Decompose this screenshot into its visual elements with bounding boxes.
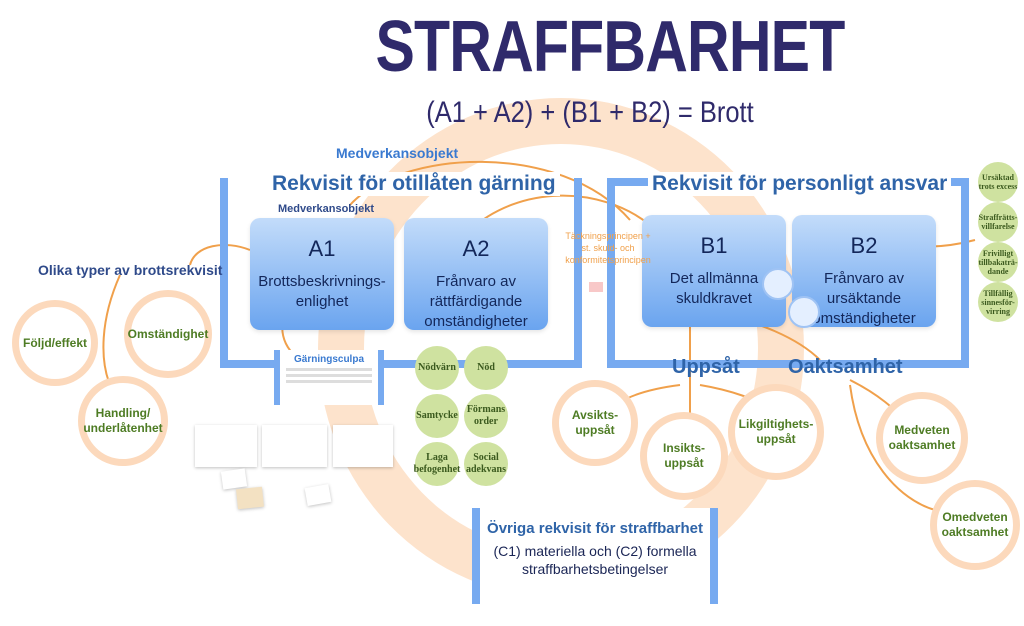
box-b1-code: B1 bbox=[700, 233, 728, 258]
thumbnail-img-2[interactable] bbox=[236, 486, 264, 510]
medverkan-label-top: Medverkansobjekt bbox=[336, 145, 459, 161]
type-handling[interactable]: Handling/ underlåtenhet bbox=[78, 376, 168, 466]
box-a1-code: A1 bbox=[308, 236, 336, 261]
box-b1-label: Det allmänna skuldkravet bbox=[669, 270, 759, 307]
section-left-title: Rekvisit för otillåten gärning bbox=[268, 172, 560, 196]
connector-a2-b1 bbox=[469, 194, 651, 231]
a2-circle-nod[interactable]: Nöd bbox=[464, 346, 508, 390]
uppsat-label: Uppsåt bbox=[672, 356, 740, 378]
oaktsamhet-medveten[interactable]: Medveten oaktsamhet bbox=[876, 392, 968, 484]
connector-types-circles bbox=[102, 274, 121, 386]
formula: (A1 + A2) + (B1 + B2) = Brott bbox=[426, 96, 754, 129]
thumbnail-doc-1[interactable] bbox=[195, 425, 257, 467]
uppsat-likgiltighet[interactable]: Likgiltighets-uppsåt bbox=[728, 384, 824, 480]
box-b2-code: B2 bbox=[850, 233, 878, 258]
thumbnail-img-1[interactable] bbox=[220, 468, 248, 490]
box-b1[interactable]: B1 Det allmänna skuldkravet bbox=[642, 215, 786, 327]
a2-circle-nodvarn[interactable]: Nödvärn bbox=[415, 346, 459, 390]
connector-a1-types bbox=[189, 244, 251, 266]
a2-circle-samtycke[interactable]: Samtycke bbox=[415, 394, 459, 438]
pink-note-marker bbox=[589, 282, 603, 292]
garningsculpa-box[interactable]: Gärningsculpa bbox=[274, 350, 384, 405]
type-omstandighet[interactable]: Omständighet bbox=[124, 290, 212, 378]
b2-circle-tillfallig[interactable]: Tillfällig sinnesför-virring bbox=[978, 282, 1018, 322]
box-a1-label: Brottsbeskrivnings-enlighet bbox=[258, 273, 386, 310]
box-a1[interactable]: A1 Brottsbeskrivnings-enlighet bbox=[250, 218, 394, 330]
oaktsamhet-label: Oaktsamhet bbox=[788, 356, 903, 378]
b2-circle-ursaktad[interactable]: Ursäktad trots excess bbox=[978, 162, 1018, 202]
thumbnail-doc-2[interactable] bbox=[262, 425, 327, 467]
ovriga-title: Övriga rekvisit för straffbarhet bbox=[487, 520, 703, 537]
ovriga-box[interactable]: Övriga rekvisit för straffbarhet (C1) ma… bbox=[472, 508, 718, 604]
a2-circle-laga-befogenhet[interactable]: Laga befogenhet bbox=[414, 442, 460, 486]
uppsat-avsikt[interactable]: Avsikts-uppsåt bbox=[552, 380, 638, 466]
box-a2[interactable]: A2 Frånvaro av rättfärdigande omständigh… bbox=[404, 218, 548, 330]
b1-small-circle-1[interactable] bbox=[762, 268, 794, 300]
type-foljd[interactable]: Följd/effekt bbox=[12, 300, 98, 386]
left-bracket bbox=[220, 178, 582, 368]
connector-oakt-omedveten bbox=[849, 384, 936, 511]
medverkan-label-inner: Medverkansobjekt bbox=[278, 203, 374, 215]
a2-circle-formans-order[interactable]: Förmans order bbox=[464, 394, 508, 438]
a2-circle-social-adekvans[interactable]: Social adekvans bbox=[464, 442, 508, 486]
ovriga-line1: (C1) materiella och (C2) formella bbox=[493, 543, 697, 559]
principle-note: Täckningsprincipen + st. skuld- och konf… bbox=[565, 231, 651, 265]
ovriga-line2: straffbarhetsbetingelser bbox=[521, 561, 669, 577]
box-a2-label: Frånvaro av rättfärdigande omständighete… bbox=[424, 273, 528, 330]
olika-typer-label: Olika typer av brottsrekvisit bbox=[38, 262, 223, 278]
garningsculpa-title: Gärningsculpa bbox=[293, 354, 364, 365]
b1-small-circle-2[interactable] bbox=[788, 296, 820, 328]
uppsat-insikt[interactable]: Insikts-uppsåt bbox=[640, 412, 728, 500]
oaktsamhet-omedveten[interactable]: Omedveten oaktsamhet bbox=[930, 480, 1020, 570]
box-a2-code: A2 bbox=[462, 236, 490, 261]
box-b2-label: Frånvaro av ursäktande omständigheter bbox=[812, 270, 916, 327]
b2-circle-villfarelse[interactable]: Straffrätts-villfarelse bbox=[978, 202, 1018, 242]
section-right-title: Rekvisit för personligt ansvar bbox=[648, 172, 952, 196]
page-title: STRAFFBARHET bbox=[375, 7, 845, 87]
b2-circle-frivilligt[interactable]: Frivilligt tillbakaträ-dande bbox=[978, 242, 1018, 282]
thumbnail-doc-3[interactable] bbox=[333, 425, 393, 467]
left-bracket-right bbox=[570, 178, 582, 368]
